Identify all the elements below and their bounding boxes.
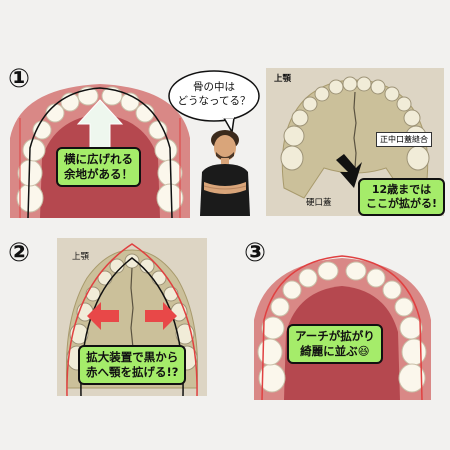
section-2-title: 上顎 <box>72 252 90 262</box>
section-3-label-line1: アーチが拡がり <box>295 329 375 343</box>
section-3-label-line2: 綺麗に並ぶ <box>300 344 358 358</box>
grin-emoji-icon: 😆 <box>357 344 370 358</box>
section-number-3: ③ <box>244 238 267 268</box>
skull-note-line1: 12歳までは <box>371 183 432 196</box>
section-1-label-line1: 横に広げれる <box>64 152 133 166</box>
speech-line1: 骨の中は <box>193 81 235 93</box>
palate-label: 硬口蓋 <box>306 198 332 208</box>
skull-note: 12歳までは ここが拡がる! <box>358 178 446 216</box>
section-number-2: ② <box>8 238 31 268</box>
section-2-label-line2: 赤へ顎を拡げる!? <box>86 365 179 379</box>
suture-label: 正中口蓋縫合 <box>376 132 432 147</box>
section-2-label: 拡大装置で黒から 赤へ顎を拡げる!? <box>78 345 187 385</box>
section-number-1: ① <box>8 64 31 94</box>
speech-bubble <box>168 70 260 134</box>
section-3-label-line2-row: 綺麗に並ぶ😆 <box>295 344 375 359</box>
section-3-label: アーチが拡がり 綺麗に並ぶ😆 <box>287 324 383 364</box>
upper-arch-illustration-1 <box>10 84 190 218</box>
section-2-label-line1: 拡大装置で黒から <box>86 350 179 364</box>
speech-line2: どうなってる？ <box>177 95 251 107</box>
section-1-label: 横に広げれる 余地がある！ <box>56 147 141 187</box>
person-illustration <box>200 130 250 216</box>
skull-title: 上顎 <box>274 74 292 84</box>
speech-text: 骨の中は どうなってる？ <box>172 80 256 108</box>
section-1-label-line2: 余地がある！ <box>64 167 133 181</box>
skull-note-line2: ここが拡がる! <box>366 197 438 210</box>
